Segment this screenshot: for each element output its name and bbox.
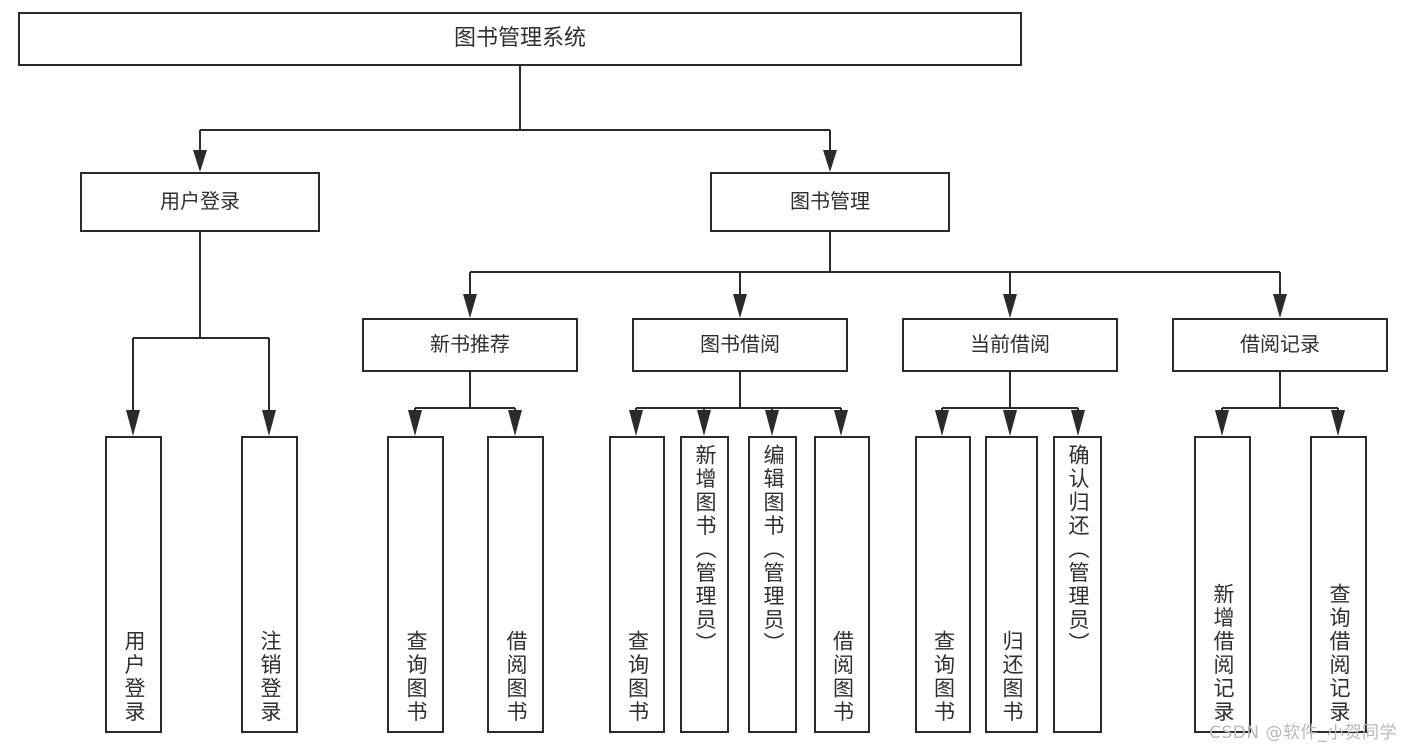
leaf-current-borrow-confirm[interactable]: 确认归还（管理员） bbox=[1053, 436, 1102, 733]
leaf-book-borrow-lend-label: 借阅图书 bbox=[830, 630, 855, 724]
arrow-bb-4 bbox=[834, 410, 848, 436]
node-new-book-recommend-label: 新书推荐 bbox=[430, 332, 510, 357]
leaf-borrow-record-query[interactable]: 查询借阅记录 bbox=[1310, 436, 1367, 733]
leaf-new-book-borrow-label: 借阅图书 bbox=[504, 630, 528, 724]
arrow-borrow-record bbox=[1273, 294, 1287, 318]
watermark-text: CSDN @软件_小贺同学 bbox=[1209, 723, 1397, 743]
leaf-borrow-record-add-label: 新增借阅记录 bbox=[1211, 583, 1235, 724]
leaf-user-login-signout-label: 注销登录 bbox=[258, 630, 282, 724]
leaf-user-login-signin-label: 用户登录 bbox=[122, 630, 146, 724]
node-current-borrow-label: 当前借阅 bbox=[970, 332, 1050, 357]
leaf-current-borrow-query[interactable]: 查询图书 bbox=[915, 436, 971, 733]
arrow-bb-1 bbox=[629, 410, 643, 436]
arrow-ul-1 bbox=[126, 410, 140, 436]
arrow-current-borrow bbox=[1003, 294, 1017, 318]
arrow-book-manage bbox=[823, 150, 837, 172]
leaf-book-borrow-edit[interactable]: 编辑图书（管理员） bbox=[748, 436, 797, 733]
leaf-user-login-signin[interactable]: 用户登录 bbox=[105, 436, 162, 733]
arrow-br-2 bbox=[1331, 410, 1345, 436]
arrow-book-borrow bbox=[733, 294, 747, 318]
node-root-label: 图书管理系统 bbox=[453, 26, 586, 52]
arrow-cb-2 bbox=[1003, 410, 1017, 436]
node-user-login-label: 用户登录 bbox=[160, 189, 240, 214]
leaf-current-borrow-return[interactable]: 归还图书 bbox=[985, 436, 1038, 733]
leaf-book-borrow-add[interactable]: 新增图书（管理员） bbox=[680, 436, 729, 733]
node-current-borrow[interactable]: 当前借阅 bbox=[902, 318, 1118, 372]
node-borrow-record[interactable]: 借阅记录 bbox=[1172, 318, 1388, 372]
arrow-cb-1 bbox=[935, 410, 949, 436]
node-new-book-recommend[interactable]: 新书推荐 bbox=[362, 318, 578, 372]
leaf-book-borrow-query[interactable]: 查询图书 bbox=[609, 436, 665, 733]
leaf-borrow-record-add[interactable]: 新增借阅记录 bbox=[1194, 436, 1251, 733]
leaf-book-borrow-add-label: 新增图书（管理员） bbox=[693, 444, 717, 656]
arrow-new-book bbox=[463, 294, 477, 318]
leaf-book-borrow-edit-label: 编辑图书（管理员） bbox=[761, 444, 785, 656]
node-borrow-record-label: 借阅记录 bbox=[1240, 332, 1320, 357]
arrow-cb-3 bbox=[1071, 410, 1085, 436]
leaf-book-borrow-lend[interactable]: 借阅图书 bbox=[814, 436, 870, 733]
leaf-current-borrow-return-label: 归还图书 bbox=[1000, 630, 1024, 724]
node-book-borrow-label: 图书借阅 bbox=[700, 332, 780, 357]
arrow-user-login bbox=[193, 150, 207, 172]
leaf-new-book-borrow[interactable]: 借阅图书 bbox=[487, 436, 544, 733]
arrow-bb-2 bbox=[697, 410, 711, 436]
arrow-nb-2 bbox=[508, 410, 522, 436]
node-book-management[interactable]: 图书管理 bbox=[710, 172, 950, 232]
node-book-management-label: 图书管理 bbox=[790, 189, 870, 214]
leaf-user-login-signout[interactable]: 注销登录 bbox=[241, 436, 298, 733]
node-book-borrow[interactable]: 图书借阅 bbox=[632, 318, 848, 372]
arrow-bb-3 bbox=[765, 410, 779, 436]
node-root[interactable]: 图书管理系统 bbox=[18, 12, 1022, 66]
leaf-current-borrow-confirm-label: 确认归还（管理员） bbox=[1066, 444, 1090, 656]
arrow-ul-2 bbox=[262, 410, 276, 436]
leaf-current-borrow-query-label: 查询图书 bbox=[931, 630, 956, 724]
leaf-book-borrow-query-label: 查询图书 bbox=[625, 630, 650, 724]
leaf-new-book-query[interactable]: 查询图书 bbox=[387, 436, 444, 733]
node-user-login[interactable]: 用户登录 bbox=[80, 172, 320, 232]
arrow-nb-1 bbox=[408, 410, 422, 436]
arrow-br-1 bbox=[1215, 410, 1229, 436]
leaf-new-book-query-label: 查询图书 bbox=[404, 630, 428, 724]
leaf-borrow-record-query-label: 查询借阅记录 bbox=[1327, 583, 1351, 724]
